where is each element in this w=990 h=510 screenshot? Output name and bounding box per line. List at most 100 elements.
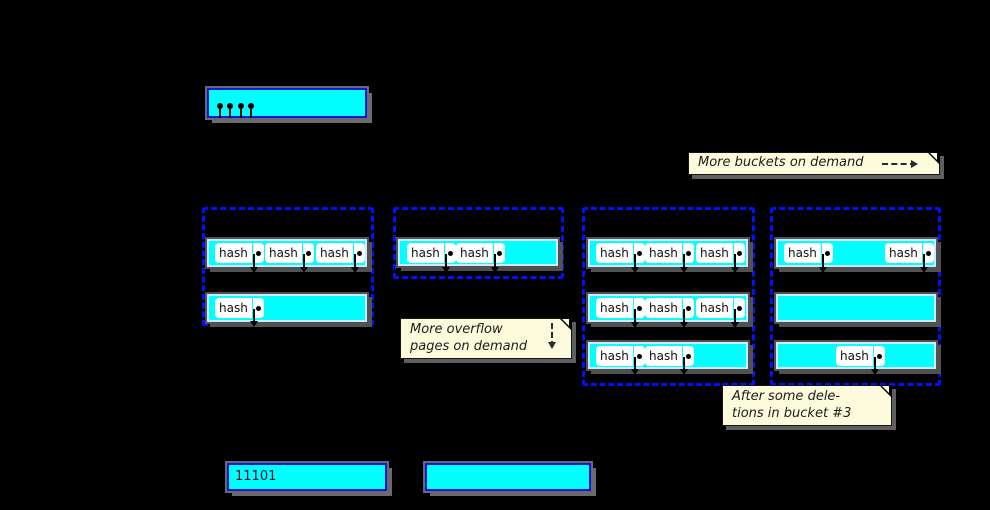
hash-entry-label: hash — [407, 242, 444, 263]
hash-entry-label: hash — [885, 243, 922, 263]
record-pointer-arrow-icon — [871, 356, 879, 375]
note-more-overflow-line1: More overflow — [410, 322, 503, 337]
hash-entry: hash — [696, 243, 745, 273]
record-pointer-arrow-icon — [250, 309, 258, 327]
pointer-dot-icon — [821, 243, 833, 263]
hash-entry-label: hash — [265, 243, 302, 263]
record-pointer-arrow-icon — [731, 309, 739, 328]
record-pointer-arrow-icon — [631, 356, 639, 375]
bucket-2-page-1: hash hash — [398, 239, 558, 273]
record-pointer-arrow-icon — [680, 309, 688, 328]
pointer-dot-icon — [733, 298, 745, 318]
record-pointer-arrow-icon — [250, 254, 258, 273]
bucket-1-page-1: hash hash hash — [207, 239, 367, 273]
record-pointer-arrow-icon — [351, 254, 359, 273]
pointer-pin-icon — [227, 103, 233, 118]
hash-entry: hash — [407, 242, 456, 273]
hash-entry-label: hash — [645, 345, 682, 366]
folded-corner-icon — [879, 385, 892, 398]
pointer-dot-icon — [353, 243, 365, 263]
hash-entry-label: hash — [215, 243, 252, 263]
note-more-overflow: More overflow pages on demand — [400, 318, 572, 359]
hash-entry-label: hash — [596, 345, 633, 366]
pointer-dot-icon — [682, 298, 694, 318]
key-box-left-value: 11101 — [235, 469, 277, 484]
bucket-4-page-2 — [776, 294, 936, 322]
bucket-2 — [393, 207, 564, 279]
hash-entry-label: hash — [215, 298, 252, 318]
hash-entry-label: hash — [456, 242, 493, 263]
pointer-dot-icon — [302, 243, 314, 263]
pointer-dot-icon — [252, 298, 264, 318]
pointer-dot-icon — [252, 243, 264, 263]
record-pointer-arrow-icon — [300, 254, 308, 273]
pointer-dot-icon — [633, 298, 645, 318]
hash-entry-label: hash — [316, 243, 353, 263]
folded-corner-icon — [927, 152, 940, 165]
directory-box — [207, 88, 367, 118]
pointer-pin-icon — [248, 103, 254, 118]
record-pointer-arrow-icon — [680, 356, 688, 375]
hash-entry: hash — [645, 298, 694, 328]
record-pointer-arrow-icon — [731, 254, 739, 273]
hash-entry-label: hash — [836, 345, 873, 366]
hash-entry: hash — [596, 345, 645, 375]
note-more-buckets: More buckets on demand — [688, 152, 940, 175]
hash-entry: hash — [696, 298, 745, 328]
pointer-dot-icon — [682, 345, 694, 366]
dashed-right-arrow-icon — [882, 159, 918, 168]
hash-entry-label: hash — [596, 243, 633, 263]
pointer-pin-icon — [217, 103, 223, 118]
note-more-buckets-text: More buckets on demand — [698, 155, 864, 171]
hash-entry: hash — [215, 243, 264, 273]
bucket-3-page-2: hash hash hash — [588, 294, 748, 328]
hash-entry: hash — [265, 243, 314, 273]
record-pointer-arrow-icon — [631, 309, 639, 328]
dashed-down-arrow-icon — [548, 323, 556, 349]
bucket-4-page-1: hash hash — [776, 239, 936, 273]
hash-entry: hash — [316, 243, 365, 273]
key-box-right — [425, 463, 591, 491]
bucket-3-page-3: hash hash — [588, 342, 748, 375]
record-pointer-arrow-icon — [631, 254, 639, 273]
hash-entry-label: hash — [696, 298, 733, 318]
bucket-3-page-1: hash hash hash — [588, 239, 748, 273]
pointer-dot-icon — [633, 243, 645, 263]
note-after-deletions-line2: tions in bucket #3 — [732, 405, 852, 421]
bucket-1 — [202, 207, 374, 326]
pointer-dot-icon — [682, 243, 694, 263]
bucket-4-page-3: hash — [776, 342, 936, 375]
hash-entry-label: hash — [784, 243, 821, 263]
hash-entry: hash — [596, 298, 645, 328]
bucket-4 — [770, 207, 941, 386]
record-pointer-arrow-icon — [491, 253, 499, 273]
hash-entry: hash — [836, 345, 885, 375]
hash-entry: hash — [784, 243, 833, 273]
hash-entry-label: hash — [696, 243, 733, 263]
hash-entry: hash — [645, 345, 694, 375]
bucket-3 — [582, 207, 755, 386]
record-pointer-arrow-icon — [920, 254, 928, 273]
pointer-dot-icon — [733, 243, 745, 263]
folded-corner-icon — [559, 318, 572, 331]
hash-entry-label: hash — [596, 298, 633, 318]
pointer-pin-icon — [238, 103, 244, 118]
pointer-dot-icon — [444, 242, 456, 263]
key-box-left: 11101 — [227, 463, 387, 491]
hash-entry: hash — [215, 298, 264, 327]
hash-entry: hash — [645, 243, 694, 273]
bucket-1-page-2: hash — [207, 294, 367, 327]
pointer-dot-icon — [493, 242, 505, 263]
hash-entry: hash — [885, 243, 934, 273]
note-after-deletions: After some dele- tions in bucket #3 — [722, 385, 892, 426]
pointer-dot-icon — [633, 345, 645, 366]
hash-entry: hash — [456, 242, 505, 273]
hash-entry-label: hash — [645, 243, 682, 263]
hash-entry: hash — [596, 243, 645, 273]
note-more-overflow-line2: pages on demand — [410, 338, 528, 354]
record-pointer-arrow-icon — [680, 254, 688, 273]
record-pointer-arrow-icon — [819, 254, 827, 273]
hash-entry-label: hash — [645, 298, 682, 318]
pointer-dot-icon — [873, 345, 885, 366]
